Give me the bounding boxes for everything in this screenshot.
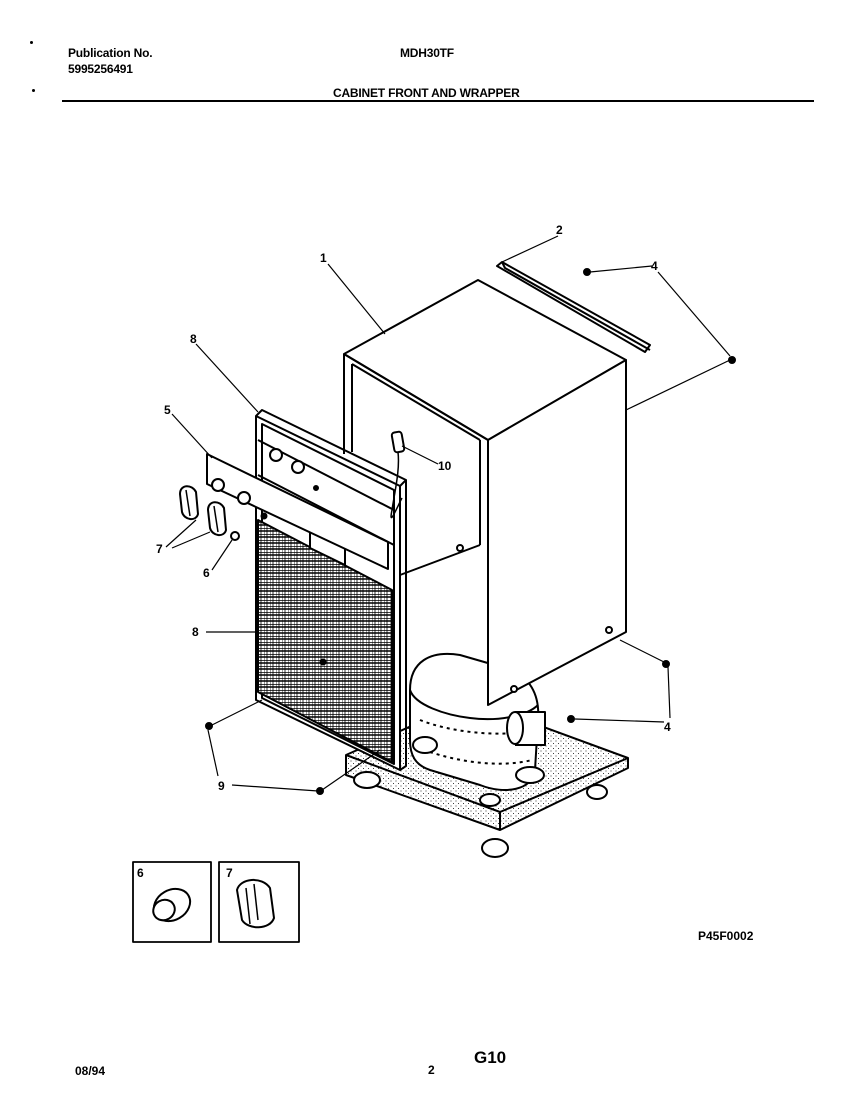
footer-page-number: 2 [428, 1063, 435, 1077]
section-title: CABINET FRONT AND WRAPPER [333, 86, 520, 100]
callout-8-grille: 8 [192, 625, 199, 639]
callout-4-top: 4 [651, 259, 658, 273]
control-knobs [179, 485, 240, 541]
footer-code: G10 [474, 1048, 507, 1067]
callout-10: 10 [438, 459, 452, 473]
header-rule [62, 100, 814, 102]
footer-date: 08/94 [75, 1064, 106, 1078]
inset-handle-label: 7 [226, 866, 233, 880]
power-cord [390, 430, 406, 519]
callout-5: 5 [164, 403, 171, 417]
callout-4-bottom: 4 [664, 720, 671, 734]
figure-code: P45F0002 [698, 929, 754, 943]
callout-1: 1 [320, 251, 327, 265]
callout-6: 6 [203, 566, 210, 580]
cabinet-wrapper [343, 279, 627, 720]
leader-lines [165, 235, 731, 792]
publication-number: 5995256491 [68, 62, 133, 76]
publication-label: Publication No. [68, 46, 153, 60]
top-rail [496, 261, 651, 353]
margin-dot [32, 89, 35, 92]
callout-9: 9 [218, 779, 225, 793]
control-escutcheon [206, 453, 389, 570]
callout-7: 7 [156, 542, 163, 556]
front-panel [255, 409, 407, 771]
margin-dot [30, 41, 33, 44]
callout-numbers: 1 2 4 4 5 6 7 8 8 9 10 6 7 [137, 223, 671, 880]
callout-8-top: 8 [190, 332, 197, 346]
model-number: MDH30TF [400, 46, 454, 60]
detail-insets [132, 861, 300, 943]
callout-2: 2 [556, 223, 563, 237]
inset-knob-label: 6 [137, 866, 144, 880]
screws [205, 268, 736, 795]
